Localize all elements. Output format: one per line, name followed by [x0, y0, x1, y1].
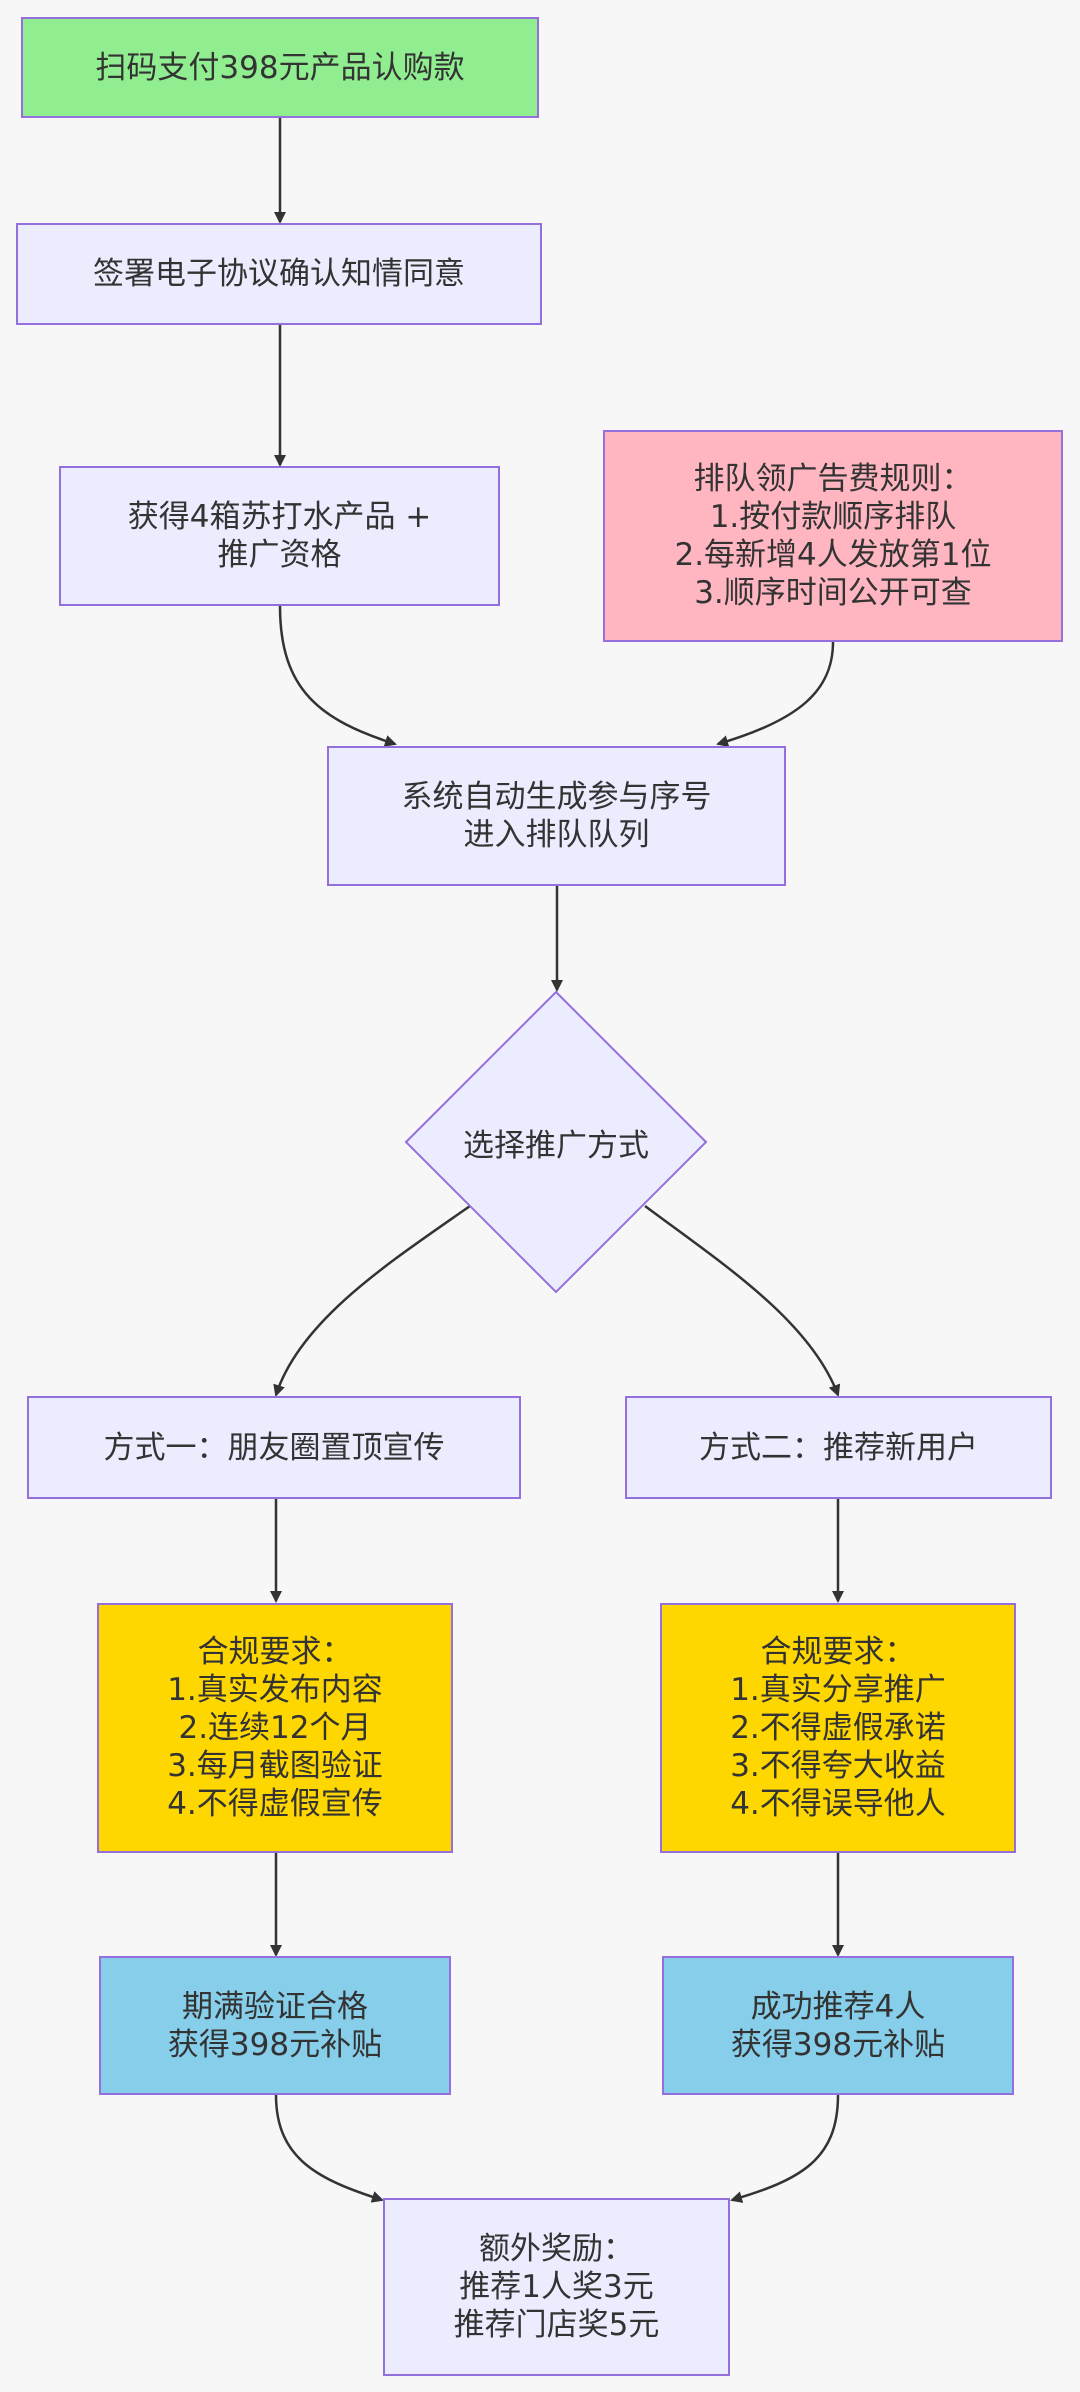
node-get-product-label: 获得4箱苏打水产品 + 推广资格 — [127, 499, 432, 573]
edge-reward1-to-extra — [274, 2094, 384, 2203]
node-sign-agreement-label: 签署电子协议确认知情同意 — [93, 256, 465, 292]
node-extra-reward-label: 额外奖励： 推荐1人奖3元 推荐门店奖5元 — [453, 2231, 660, 2343]
node-scan-pay: 扫码支付398元产品认购款 — [21, 17, 539, 118]
node-compliance2: 合规要求： 1.真实分享推广 2.不得虚假承诺 3.不得夸大收益 4.不得误导他… — [660, 1603, 1016, 1853]
node-queue-rules: 排队领广告费规则： 1.按付款顺序排队 2.每新增4人发放第1位 3.顺序时间公… — [603, 430, 1063, 642]
node-way1-label: 方式一：朋友圈置顶宣传 — [103, 1429, 445, 1466]
node-choose-method-label: 选择推广方式 — [463, 1127, 649, 1164]
node-compliance1: 合规要求： 1.真实发布内容 2.连续12个月 3.每月截图验证 4.不得虚假宣… — [97, 1603, 453, 1853]
node-way1: 方式一：朋友圈置顶宣传 — [27, 1396, 521, 1499]
node-compliance2-label: 合规要求： 1.真实分享推广 2.不得虚假承诺 3.不得夸大收益 4.不得误导他… — [730, 1634, 946, 1822]
edge-reward2-to-extra — [730, 2094, 840, 2203]
edge-choose-to-way1 — [273, 1204, 471, 1397]
decision-diamond — [404, 990, 708, 1294]
node-reward1-label: 期满验证合格 获得398元补贴 — [167, 1988, 383, 2063]
node-reward1: 期满验证合格 获得398元补贴 — [99, 1956, 451, 2095]
node-extra-reward: 额外奖励： 推荐1人奖3元 推荐门店奖5元 — [383, 2198, 730, 2376]
node-queue-label: 系统自动生成参与序号 进入排队队列 — [401, 779, 712, 853]
node-way2: 方式二：推荐新用户 — [625, 1396, 1052, 1499]
node-scan-pay-label: 扫码支付398元产品认购款 — [95, 49, 465, 86]
node-choose-method: 选择推广方式 — [404, 990, 708, 1294]
node-reward2: 成功推荐4人 获得398元补贴 — [662, 1956, 1014, 2095]
node-way2-label: 方式二：推荐新用户 — [699, 1429, 978, 1466]
node-get-product: 获得4箱苏打水产品 + 推广资格 — [59, 466, 500, 606]
node-sign-agreement: 签署电子协议确认知情同意 — [16, 223, 542, 325]
node-queue: 系统自动生成参与序号 进入排队队列 — [327, 746, 786, 886]
edge-rules-to-queue — [716, 641, 835, 747]
node-compliance1-label: 合规要求： 1.真实发布内容 2.连续12个月 3.每月截图验证 4.不得虚假宣… — [167, 1634, 383, 1822]
edge-product-to-queue — [278, 605, 397, 747]
node-queue-rules-label: 排队领广告费规则： 1.按付款顺序排队 2.每新增4人发放第1位 3.顺序时间公… — [674, 461, 992, 611]
edge-choose-to-way2 — [644, 1204, 841, 1397]
node-reward2-label: 成功推荐4人 获得398元补贴 — [730, 1988, 946, 2063]
